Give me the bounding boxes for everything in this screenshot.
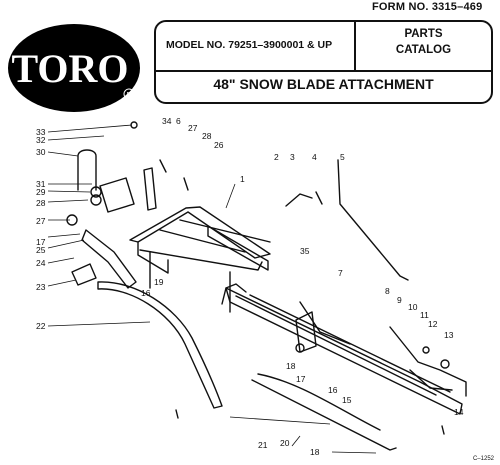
- title-block: MODEL NO. 79251–3900001 & UP PARTS CATAL…: [154, 20, 493, 104]
- svg-text:15: 15: [342, 395, 352, 405]
- svg-text:22: 22: [36, 321, 46, 331]
- svg-text:1: 1: [240, 174, 245, 184]
- svg-text:5: 5: [340, 152, 345, 162]
- svg-text:28: 28: [202, 131, 212, 141]
- model-number: MODEL NO. 79251–3900001 & UP: [166, 39, 333, 51]
- svg-text:17: 17: [296, 374, 306, 384]
- svg-text:10: 10: [408, 302, 418, 312]
- svg-text:19: 19: [154, 277, 164, 287]
- svg-text:25: 25: [36, 245, 46, 255]
- svg-text:R: R: [126, 92, 131, 99]
- svg-text:6: 6: [176, 116, 181, 126]
- svg-text:23: 23: [36, 282, 46, 292]
- svg-text:7: 7: [338, 268, 343, 278]
- svg-text:11: 11: [420, 310, 429, 320]
- product-title: 48" SNOW BLADE ATTACHMENT: [213, 76, 434, 92]
- svg-text:26: 26: [214, 140, 224, 150]
- svg-text:27: 27: [188, 123, 198, 133]
- form-number: FORM NO. 3315–469: [372, 1, 483, 13]
- svg-text:27: 27: [36, 216, 46, 226]
- exploded-parts-diagram: 33 32 30 31 29 28 27 25 17 24 23 22 34 6…: [36, 116, 467, 457]
- svg-text:9: 9: [397, 295, 402, 305]
- svg-text:18: 18: [310, 447, 320, 457]
- svg-text:17: 17: [36, 237, 46, 247]
- callout-numbers: 33 32 30 31 29 28 27 25 17 24 23 22 34 6…: [36, 116, 464, 457]
- brand-text: TORO: [11, 46, 128, 91]
- svg-text:4: 4: [312, 152, 317, 162]
- drawing-code: C–1252: [472, 456, 494, 462]
- svg-text:32: 32: [36, 135, 46, 145]
- svg-text:33: 33: [36, 127, 46, 137]
- svg-text:13: 13: [444, 330, 454, 340]
- svg-text:24: 24: [36, 258, 46, 268]
- svg-text:18: 18: [286, 361, 296, 371]
- svg-text:3: 3: [290, 152, 295, 162]
- svg-text:8: 8: [385, 286, 390, 296]
- svg-text:30: 30: [36, 147, 46, 157]
- svg-text:20: 20: [280, 438, 290, 448]
- svg-text:31: 31: [36, 179, 46, 189]
- svg-text:2: 2: [274, 152, 279, 162]
- svg-text:35: 35: [300, 246, 310, 256]
- catalog-label: PARTS CATALOG: [395, 28, 452, 56]
- svg-text:16: 16: [141, 288, 151, 298]
- svg-text:12: 12: [428, 319, 438, 329]
- svg-text:16: 16: [328, 385, 338, 395]
- svg-text:28: 28: [36, 198, 46, 208]
- svg-text:34: 34: [162, 116, 172, 126]
- svg-text:14: 14: [454, 407, 464, 417]
- svg-text:21: 21: [258, 440, 268, 450]
- toro-logo: TORO R: [8, 24, 140, 112]
- svg-text:29: 29: [36, 187, 46, 197]
